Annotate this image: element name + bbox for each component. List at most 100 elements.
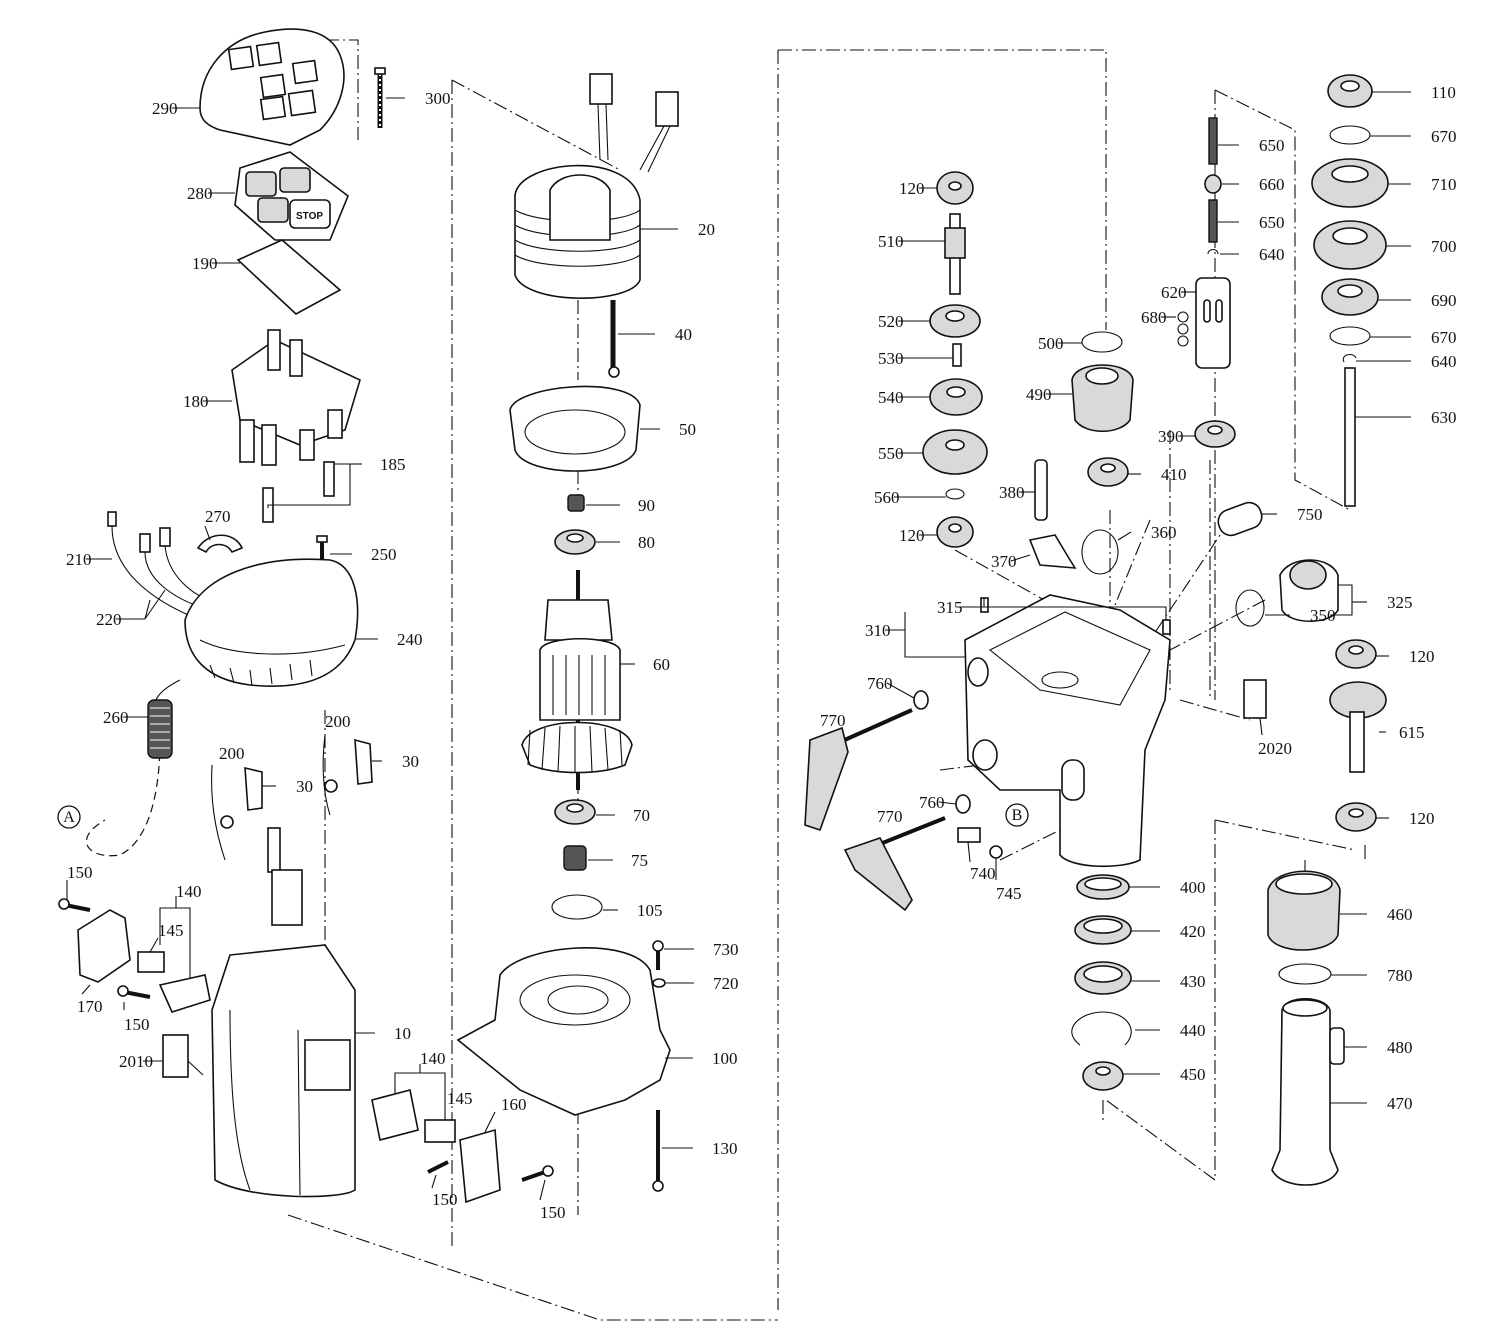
part-300-screw [374,67,386,128]
part-690-gear [1321,278,1379,316]
cable-route-A [85,739,161,857]
part-label-200b: 200 [219,744,245,763]
part-label-40: 40 [675,325,692,344]
part-30-terminal-plates [244,738,373,873]
part-label-420: 420 [1180,922,1206,941]
part-540-gear [929,378,983,416]
part-110-bearing [1327,74,1373,108]
part-50-fan-shroud [509,385,641,472]
part-label-460: 460 [1387,905,1413,924]
part-210-220-wires [107,511,221,621]
part-label-140a: 140 [176,882,202,901]
part-label-150a: 150 [67,863,93,882]
part-label-260: 260 [103,708,129,727]
part-label-470: 470 [1387,1094,1413,1113]
part-label-130: 130 [712,1139,738,1158]
part-label-145b: 145 [447,1089,473,1108]
part-10-motor-housing [211,869,356,1198]
part-label-80: 80 [638,533,655,552]
part-730-720-screw-washer [652,940,666,988]
part-560-ring [945,488,965,500]
part-label-410: 410 [1161,465,1187,484]
part-label-10: 10 [394,1024,411,1043]
part-380-pin [1034,459,1048,521]
part-label-2020: 2020 [1258,739,1292,758]
part-label-650b: 650 [1259,213,1285,232]
part-240-housing-top [184,558,359,687]
part-310-gear-housing [964,594,1171,868]
part-520-gear [929,304,981,338]
part-2020-label [1243,679,1267,719]
part-label-120b: 120 [899,526,925,545]
part-label-75: 75 [631,851,648,870]
part-label-30a: 30 [402,752,419,771]
part-780-ring [1278,963,1332,985]
leader-lines [66,91,1411,1201]
part-label-670b: 670 [1431,328,1457,347]
part-label-325: 325 [1387,593,1413,612]
part-label-210: 210 [66,550,92,569]
part-480-key [1329,1027,1345,1065]
part-label-620: 620 [1161,283,1187,302]
part-label-640a: 640 [1259,245,1285,264]
part-label-280: 280 [187,184,213,203]
part-270-clip [196,534,244,554]
part-label-760a: 760 [867,674,893,693]
part-label-120a: 120 [899,179,925,198]
part-360-ring [1081,529,1119,575]
part-label-20: 20 [698,220,715,239]
part-label-400: 400 [1180,878,1206,897]
part-60-armature [521,570,633,790]
reference-markers [57,803,1029,829]
part-100-motor-flange [456,947,671,1116]
part-200-wire-leads [211,734,338,861]
part-label-360: 360 [1151,523,1177,542]
part-label-60: 60 [653,655,670,674]
part-label-110: 110 [1431,83,1456,102]
part-190-circuit-board [236,239,342,315]
part-90-bushing [567,494,585,512]
part-label-650a: 650 [1259,136,1285,155]
part-640-clip [1342,353,1357,363]
part-75-spring [563,845,587,871]
part-460-chuck-ring [1267,870,1341,951]
part-label-150b: 150 [124,1015,150,1034]
part-label-300: 300 [425,89,451,108]
part-label-220: 220 [96,610,122,629]
part-40-bolt [608,300,620,378]
part-label-450: 450 [1180,1065,1206,1084]
part-2010-label [162,1034,189,1078]
part-280-switch-keypad: STOP [234,151,349,241]
part-label-310: 310 [865,621,891,640]
part-label-105: 105 [637,901,663,920]
part-label-270: 270 [205,507,231,526]
part-label-240: 240 [397,630,423,649]
part-label-750: 750 [1297,505,1323,524]
part-label-380: 380 [999,483,1025,502]
part-label-630: 630 [1431,408,1457,427]
part-label-90: 90 [638,496,655,515]
part-650-660-640-springs [1204,117,1222,255]
part-70-bearing [554,799,596,825]
part-120-bearing-mid [936,516,974,548]
part-20-field-coil [514,73,679,299]
part-label-160: 160 [501,1095,527,1114]
part-label-770a: 770 [820,711,846,730]
part-390-bearing [1194,420,1236,448]
part-140-145-brush-holder-left [137,951,211,1013]
part-500-ring [1081,331,1123,353]
part-label-50: 50 [679,420,696,439]
part-label-780: 780 [1387,966,1413,985]
marker-letter-A: A [63,809,75,826]
part-label-145a: 145 [158,921,184,940]
part-label-690: 690 [1431,291,1457,310]
part-label-740: 740 [970,864,996,883]
part-185-brush-plates [262,461,335,523]
part-740-745-fitting [957,827,1003,859]
part-630-shaft [1344,367,1356,507]
part-label-680: 680 [1141,308,1167,327]
part-label-660: 660 [1259,175,1285,194]
marker-letter-B: B [1012,807,1023,824]
part-label-745: 745 [996,884,1022,903]
part-label-390: 390 [1158,427,1184,446]
